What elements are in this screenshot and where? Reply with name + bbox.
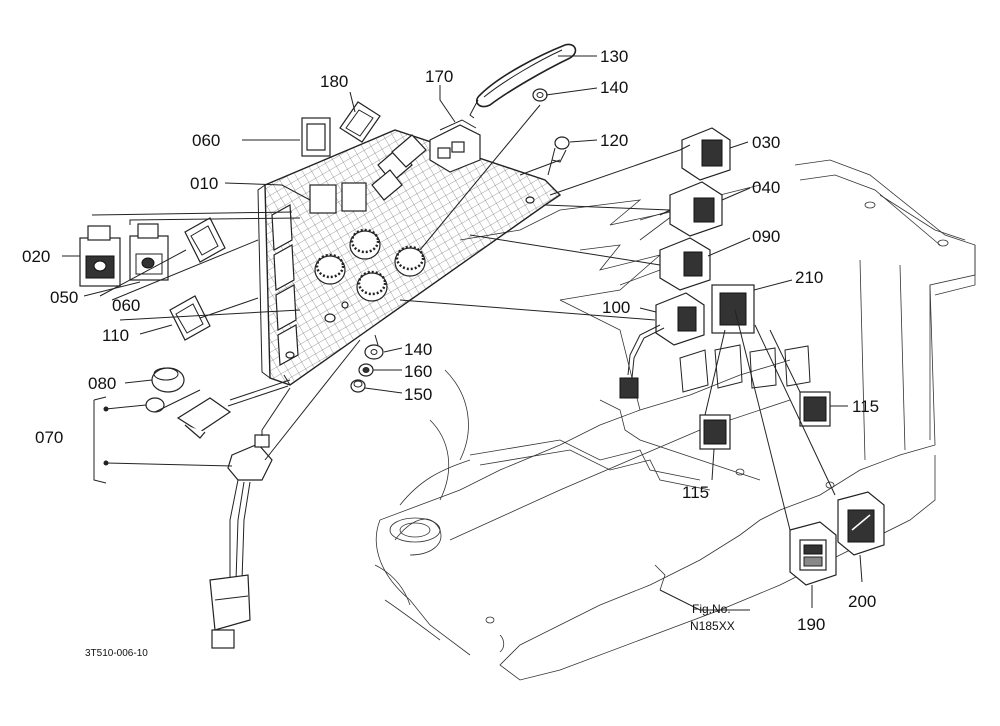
knob-080 xyxy=(151,367,185,393)
cap-115-right xyxy=(799,391,831,427)
nut-070 xyxy=(145,397,165,413)
fig-reference: Fig.No. N185XX xyxy=(690,602,735,633)
part-labels: 130 140 170 180 060 120 030 010 040 020 … xyxy=(22,47,879,634)
switch-030 xyxy=(679,127,731,181)
bulb-120 xyxy=(547,136,570,176)
part-label: 150 xyxy=(404,385,432,404)
part-label: 200 xyxy=(848,592,876,611)
main-panel xyxy=(257,129,562,386)
part-label: 040 xyxy=(752,178,780,197)
part-label: 110 xyxy=(102,326,129,345)
switch-190 xyxy=(789,521,837,586)
part-label: 060 xyxy=(192,131,220,150)
part-label: 170 xyxy=(425,67,453,86)
fig-ref-label: Fig.No. xyxy=(692,602,731,616)
cap-115-left xyxy=(699,414,731,450)
part-label: 140 xyxy=(600,78,628,97)
switch-170 xyxy=(429,119,481,173)
washers-140-160-150 xyxy=(350,344,384,393)
switch-040 xyxy=(659,181,723,237)
knob-group xyxy=(314,228,426,302)
part-label: 115 xyxy=(682,483,709,502)
leader-lines xyxy=(62,55,863,611)
cover-110 xyxy=(169,295,211,341)
sensor-070 xyxy=(209,387,291,649)
strap-130 xyxy=(469,43,577,119)
cover-060-upper xyxy=(301,117,331,157)
part-label: 100 xyxy=(602,298,630,317)
part-label: 130 xyxy=(600,47,628,66)
cover-060-lower xyxy=(184,217,226,263)
part-label: 070 xyxy=(35,428,63,447)
frame-210 xyxy=(711,284,755,334)
cover-180 xyxy=(339,101,381,143)
switch-090 xyxy=(659,237,711,291)
switch-020 xyxy=(79,225,121,287)
fig-number: N185XX xyxy=(690,619,735,633)
part-label: 020 xyxy=(22,247,50,266)
part-label: 090 xyxy=(752,227,780,246)
part-label: 115 xyxy=(852,397,879,416)
part-label: 080 xyxy=(88,374,116,393)
part-label: 010 xyxy=(190,174,218,193)
part-label: 210 xyxy=(795,268,823,287)
part-label: 060 xyxy=(112,296,140,315)
part-label: 050 xyxy=(50,288,78,307)
part-label: 030 xyxy=(752,133,780,152)
part-label: 140 xyxy=(404,340,432,359)
part-label: 120 xyxy=(600,131,628,150)
drawing-code: 3T510-006-10 xyxy=(85,648,148,659)
washer-140-top xyxy=(532,88,548,102)
switch-050 xyxy=(129,223,169,281)
connector-070 xyxy=(176,379,291,439)
switch-200 xyxy=(837,491,885,556)
part-label: 160 xyxy=(404,362,432,381)
part-label: 180 xyxy=(320,72,348,91)
switch-100 xyxy=(619,292,705,399)
part-label: 190 xyxy=(797,615,825,634)
cab-side-body xyxy=(374,159,976,681)
